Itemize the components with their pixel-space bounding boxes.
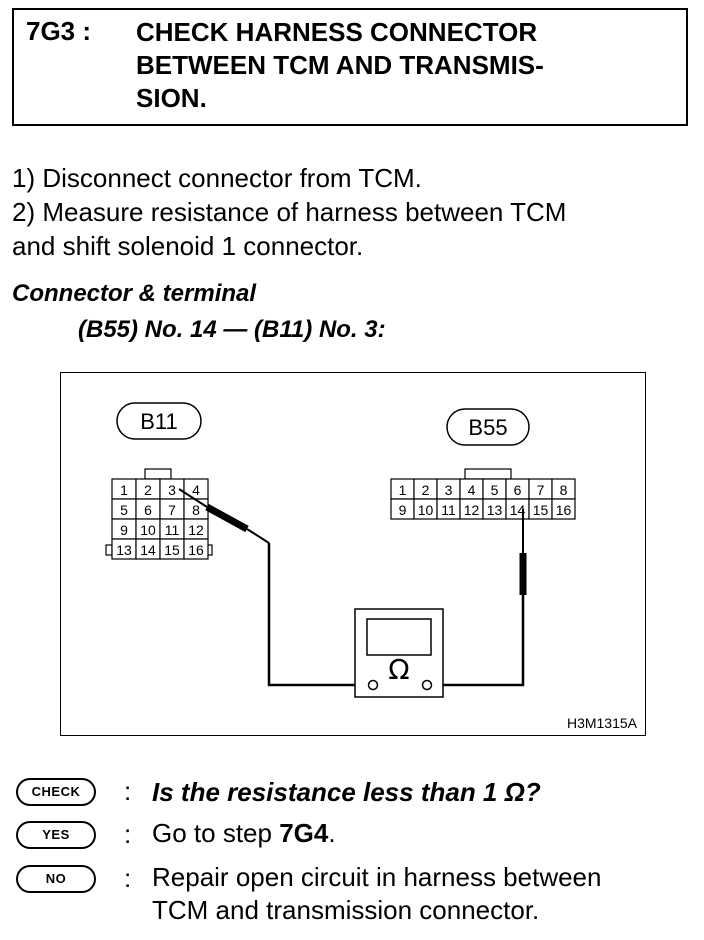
b11-pin-label-7: 7 [168, 502, 176, 518]
no-separator: : [124, 863, 132, 893]
b55-pin-label-15: 15 [533, 502, 549, 518]
b11-pin-label-9: 9 [120, 522, 128, 538]
check-badge: CHECK [16, 778, 96, 806]
b11-pin-label-2: 2 [144, 482, 152, 498]
b11-pin-label-5: 5 [120, 502, 128, 518]
b55-pin-label-9: 9 [399, 502, 407, 518]
b55-pin-label-16: 16 [556, 502, 572, 518]
step-header-box: 7G3 : CHECK HARNESS CONNECTOR BETWEEN TC… [12, 8, 688, 126]
left-probe [178, 488, 367, 687]
step-id: 7G3 : [26, 16, 92, 46]
b11-pin-cell-16 [183, 538, 209, 560]
b11-pin-label-3: 3 [168, 482, 176, 498]
figure-code: H3M1315A [566, 715, 637, 731]
yes-badge: YES [16, 821, 96, 849]
b11-pin-label-12: 12 [188, 522, 204, 538]
b55-label-bubble [446, 408, 530, 446]
b55-pin-label-5: 5 [491, 482, 499, 498]
b55-label: B55 [468, 415, 507, 440]
b55-pin-label-11: 11 [441, 502, 456, 518]
b11-pin-label-15: 15 [164, 542, 180, 558]
b11-pin-label-10: 10 [140, 522, 156, 538]
check-separator: : [124, 776, 132, 806]
b11-pin-label-13: 13 [116, 542, 132, 558]
b55-pin-label-10: 10 [418, 502, 434, 518]
b11-pin-label-1: 1 [120, 482, 128, 498]
b55-pin-label-4: 4 [468, 482, 476, 498]
step-title: CHECK HARNESS CONNECTOR BETWEEN TCM AND … [136, 17, 544, 113]
right-probe [431, 509, 527, 687]
b55-lock-tab [464, 468, 512, 480]
meter-terminal-left [367, 679, 379, 691]
no-answer: Repair open circuit in harness between T… [152, 862, 602, 925]
yes-prefix: Go to step [152, 818, 280, 848]
b11-pin-label-4: 4 [192, 482, 200, 498]
meter-display [366, 618, 432, 656]
yes-separator: : [124, 819, 132, 849]
b11-pin-label-8: 8 [192, 502, 200, 518]
b11-pin-label-6: 6 [144, 502, 152, 518]
instruction-2: 2) Measure resistance of harness between… [12, 197, 567, 227]
b55-pin-label-3: 3 [445, 482, 453, 498]
b55-pin-label-8: 8 [560, 482, 568, 498]
b11-label-bubble [116, 402, 202, 440]
instruction-1: 1) Disconnect connector from TCM. [12, 163, 422, 193]
b55-pin-label-2: 2 [422, 482, 430, 498]
b55-pin-label-1: 1 [399, 482, 407, 498]
b55-pin-label-13: 13 [487, 502, 503, 518]
yes-step-ref: 7G4 [279, 818, 329, 848]
b55-pin-label-7: 7 [537, 482, 545, 498]
b11-pin-label-16: 16 [188, 542, 204, 558]
connector-terminal-detail: (B55) No. 14 — (B11) No. 3: [78, 316, 386, 343]
ohmmeter: Ω [354, 608, 444, 698]
meter-symbol: Ω [388, 653, 409, 686]
b11-pin-label-14: 14 [140, 542, 156, 558]
b55-pin-cell-16 [551, 498, 576, 520]
instruction-2-cont: and shift solenoid 1 connector. [12, 231, 364, 261]
b11-pin-label-11: 11 [165, 522, 180, 538]
connector-terminal-heading: Connector & terminal [12, 280, 257, 307]
b55-pin-label-12: 12 [464, 502, 480, 518]
b11-lock-tab [144, 468, 172, 480]
b55-pin-label-6: 6 [514, 482, 522, 498]
check-question: Is the resistance less than 1 Ω? [152, 777, 541, 807]
yes-suffix: . [328, 818, 336, 848]
yes-answer: Go to step 7G4. [152, 817, 336, 850]
b55-pin-label-14: 14 [510, 502, 526, 518]
no-badge: NO [16, 865, 96, 893]
b11-side-tab-left [105, 544, 113, 556]
meter-terminal-right [421, 679, 433, 691]
b11-label: B11 [140, 409, 178, 434]
